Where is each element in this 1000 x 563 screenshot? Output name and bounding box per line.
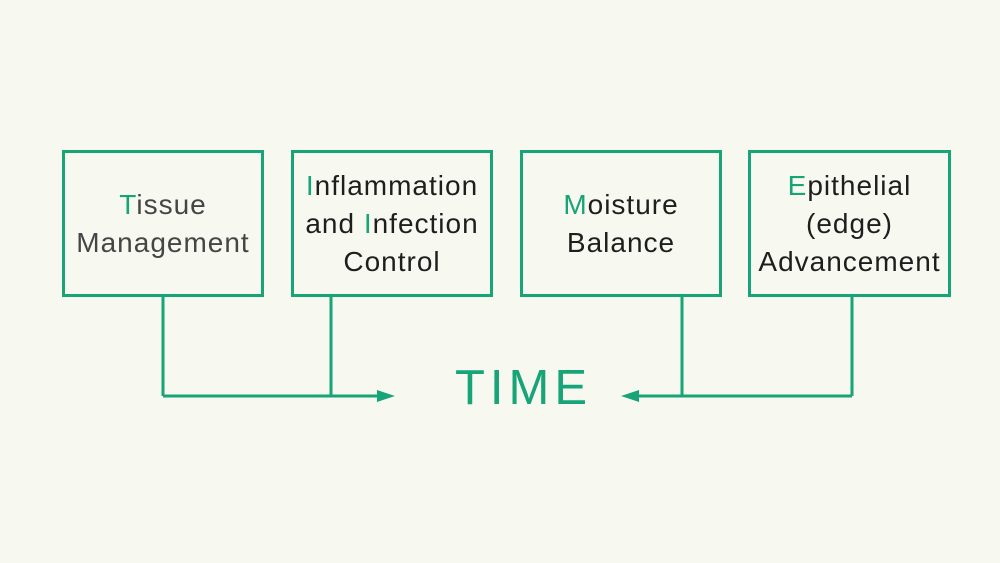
acronym-letter: E bbox=[787, 169, 808, 201]
box-text-line: Advancement bbox=[758, 245, 941, 277]
acronym-letter: I bbox=[305, 169, 315, 201]
box-text-line: (edge) bbox=[806, 207, 893, 239]
box-text-line: Epithelial bbox=[787, 169, 912, 201]
left-connector-group bbox=[161, 297, 395, 402]
box-text-line: Moisture bbox=[563, 188, 679, 220]
acronym-letter: I bbox=[363, 207, 373, 239]
box-text-line: and Infection bbox=[305, 207, 479, 239]
box-text-line: Control bbox=[343, 245, 441, 277]
box-text-line: Balance bbox=[566, 226, 676, 258]
box-text-line: Inflammation bbox=[305, 169, 479, 201]
box-epithelial-edge-advancement: Epithelial (edge) Advancement bbox=[748, 150, 951, 297]
acronym-letter: T bbox=[119, 188, 137, 220]
box-text-line: Management bbox=[76, 226, 250, 258]
box-text-line: Tissue bbox=[119, 188, 207, 220]
time-label: TIME bbox=[454, 361, 593, 415]
left-arrowhead-icon bbox=[621, 390, 639, 402]
right-arrowhead-icon bbox=[377, 390, 395, 402]
acronym-letter: M bbox=[563, 188, 588, 220]
right-connector-group bbox=[621, 297, 854, 402]
